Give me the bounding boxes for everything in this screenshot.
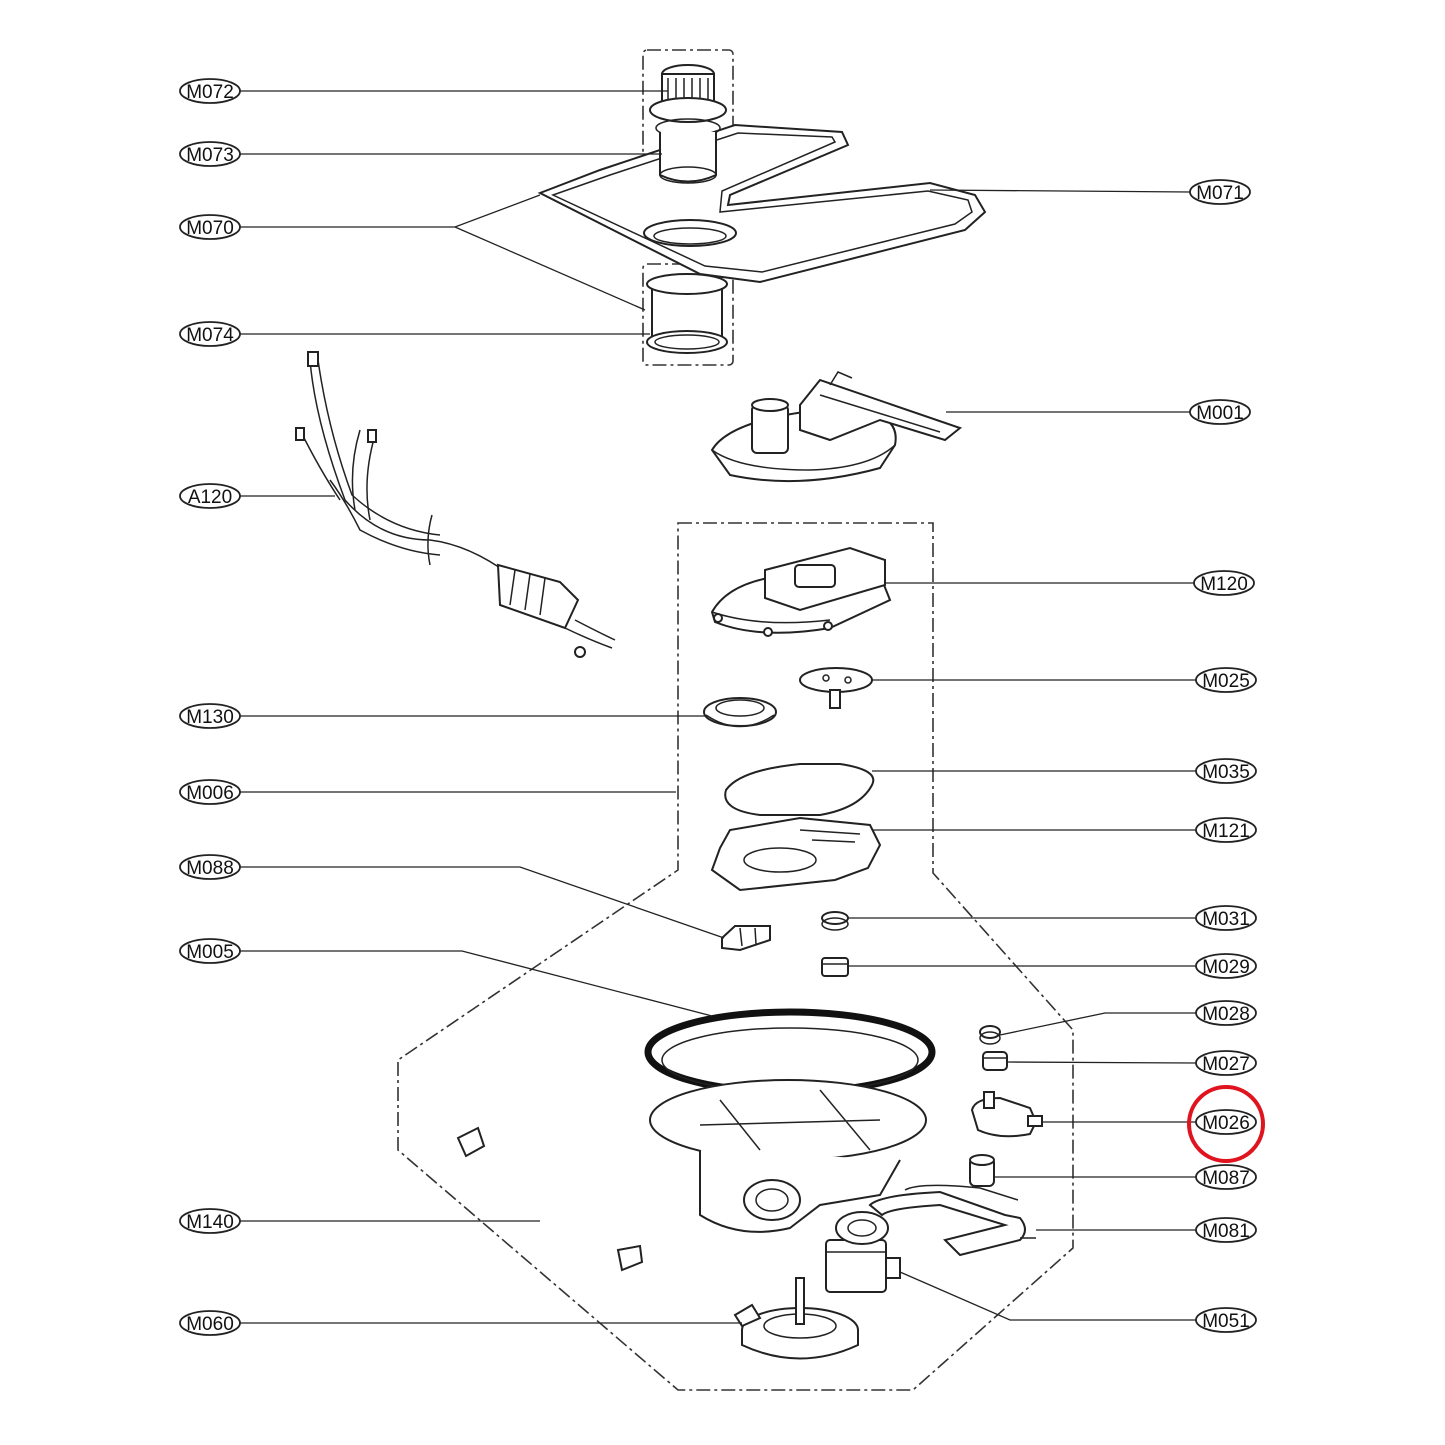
wire-harness-drawing [295, 351, 616, 658]
cap-drawing [703, 697, 777, 728]
svg-text:M027: M027 [1202, 1054, 1250, 1075]
label-m001: M001 [1189, 399, 1251, 425]
svg-text:M035: M035 [1202, 762, 1250, 783]
svg-text:M001: M001 [1196, 403, 1244, 424]
label-m006: M006 [179, 779, 241, 805]
label-m029: M029 [1195, 953, 1257, 979]
sensor-drawing [970, 1091, 1043, 1138]
label-a120: A120 [179, 483, 241, 509]
pump-housing-drawing [710, 546, 892, 637]
svg-text:M073: M073 [186, 145, 234, 166]
svg-text:M087: M087 [1202, 1168, 1250, 1189]
svg-text:M072: M072 [186, 82, 234, 103]
svg-text:M140: M140 [186, 1212, 234, 1233]
filter-plate-drawing [537, 123, 987, 284]
svg-text:M028: M028 [1202, 1004, 1250, 1025]
leader-lines [240, 90, 1197, 1324]
drain-hose-drawing [456, 1126, 644, 1272]
svg-text:M081: M081 [1202, 1221, 1250, 1242]
svg-text:M006: M006 [186, 783, 234, 804]
svg-text:M071: M071 [1196, 183, 1244, 204]
label-m028: M028 [1195, 1000, 1257, 1026]
label-m026: M026 [1195, 1109, 1257, 1135]
label-m120: M120 [1193, 570, 1255, 596]
svg-text:M051: M051 [1202, 1311, 1250, 1332]
label-m027: M027 [1195, 1050, 1257, 1076]
block-drawing [821, 957, 849, 977]
label-m035: M035 [1195, 758, 1257, 784]
gasket-drawing [724, 763, 875, 816]
part-m028-drawing [979, 1025, 1001, 1045]
part-labels: M072 M073 M070 M074 A120 M130 M006 M088 [179, 78, 1257, 1336]
svg-text:M026: M026 [1202, 1113, 1250, 1134]
seal-ring-drawing [821, 911, 849, 931]
motor-drawing [733, 1277, 859, 1360]
impeller-drawing [799, 667, 873, 709]
svg-text:M130: M130 [186, 707, 234, 728]
clip-drawing [721, 925, 771, 952]
label-m140: M140 [179, 1208, 241, 1234]
label-m130: M130 [179, 703, 241, 729]
svg-text:M121: M121 [1202, 821, 1250, 842]
filter-cup-drawing [649, 64, 727, 184]
heater-drawing [868, 1184, 1036, 1257]
outline-sump-group [397, 522, 1074, 1391]
label-m031: M031 [1195, 905, 1257, 931]
svg-text:M031: M031 [1202, 909, 1250, 930]
svg-text:M025: M025 [1202, 671, 1250, 692]
svg-text:M005: M005 [186, 942, 234, 963]
svg-text:M029: M029 [1202, 957, 1250, 978]
label-m070: M070 [179, 214, 241, 240]
outline-filter-top [642, 49, 734, 188]
part-m087-drawing [969, 1154, 995, 1187]
part-m027-drawing [982, 1051, 1008, 1071]
sump-drawing [644, 1008, 936, 1233]
svg-text:M120: M120 [1200, 574, 1248, 595]
label-m005: M005 [179, 938, 241, 964]
drain-pump-drawing [825, 1211, 901, 1293]
highlight-circle [1187, 1085, 1265, 1163]
label-m088: M088 [179, 854, 241, 880]
label-m072: M072 [179, 78, 241, 104]
label-m121: M121 [1195, 817, 1257, 843]
sump-cover-drawing [710, 371, 963, 483]
label-m074: M074 [179, 321, 241, 347]
label-m051: M051 [1195, 1307, 1257, 1333]
svg-text:M070: M070 [186, 218, 234, 239]
label-m071: M071 [1189, 179, 1251, 205]
part-drawings [295, 64, 1043, 1360]
pump-base-drawing [710, 816, 882, 892]
svg-text:M074: M074 [186, 325, 234, 346]
label-m060: M060 [179, 1310, 241, 1336]
svg-text:M060: M060 [186, 1314, 234, 1335]
label-m087: M087 [1195, 1164, 1257, 1190]
svg-text:A120: A120 [188, 487, 232, 508]
label-m073: M073 [179, 141, 241, 167]
label-m081: M081 [1195, 1217, 1257, 1243]
mesh-filter-drawing [646, 273, 728, 354]
svg-text:M088: M088 [186, 858, 234, 879]
outline-filter-bottom [642, 263, 734, 366]
group-outlines [397, 49, 1074, 1391]
label-m025: M025 [1195, 667, 1257, 693]
